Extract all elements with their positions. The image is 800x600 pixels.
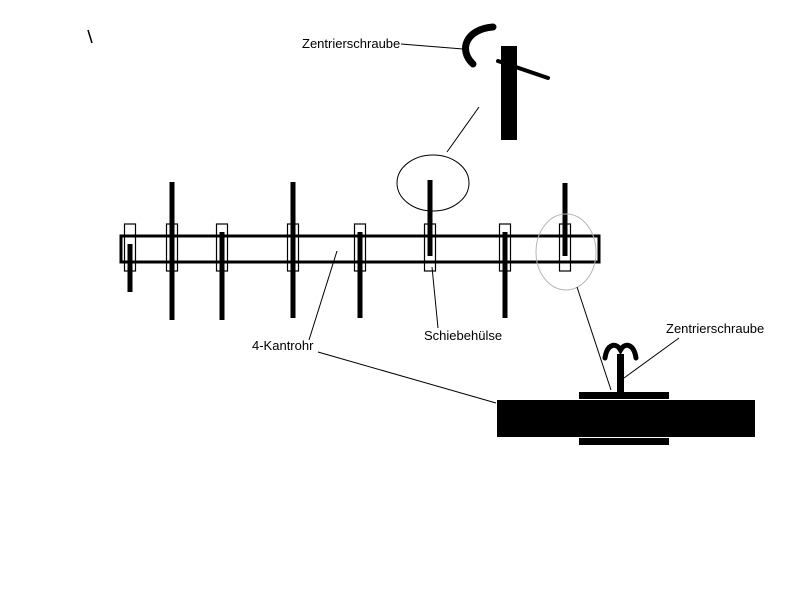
sleeve-6 [423, 223, 437, 272]
stray-mark [87, 29, 93, 44]
sleeve-2 [165, 223, 179, 272]
leader-schiebehuelse [431, 266, 439, 329]
label-schiebehuelse: Schiebehülse [424, 328, 502, 343]
sleeve-8 [558, 223, 572, 272]
callout-ellipse [396, 154, 470, 212]
clamp-bar-bottom [579, 438, 669, 445]
leader-kantrohr-to-boom [308, 250, 338, 341]
sleeve-3 [215, 223, 229, 272]
sleeve-5 [353, 223, 367, 272]
label-kantrohr: 4-Kantrohr [252, 338, 314, 353]
centering-screw-top-shaft [496, 59, 550, 80]
tube-top-detail-bar [501, 46, 517, 140]
leader-kantrohr-to-detail [317, 351, 497, 404]
label-zentrierschraube-right: Zentrierschraube [666, 321, 764, 336]
sleeve-7 [498, 223, 512, 272]
highlight-circle [535, 213, 597, 291]
leader-circle-to-detail [576, 286, 612, 391]
leader-zentrierschraube-top [400, 43, 464, 50]
centering-screw-top-icon [462, 23, 497, 68]
clamp-bar-top [579, 392, 669, 399]
sleeve-4 [286, 223, 300, 272]
leader-zentrierschraube-right [623, 337, 680, 379]
connector-detail-to-ellipse [446, 106, 480, 153]
sleeve-1 [123, 223, 137, 272]
mast-block [497, 400, 755, 437]
label-zentrierschraube-top: Zentrierschraube [302, 36, 400, 51]
centering-screw-detail-stem [617, 354, 624, 394]
centering-screw-detail-head-icon [602, 342, 639, 361]
